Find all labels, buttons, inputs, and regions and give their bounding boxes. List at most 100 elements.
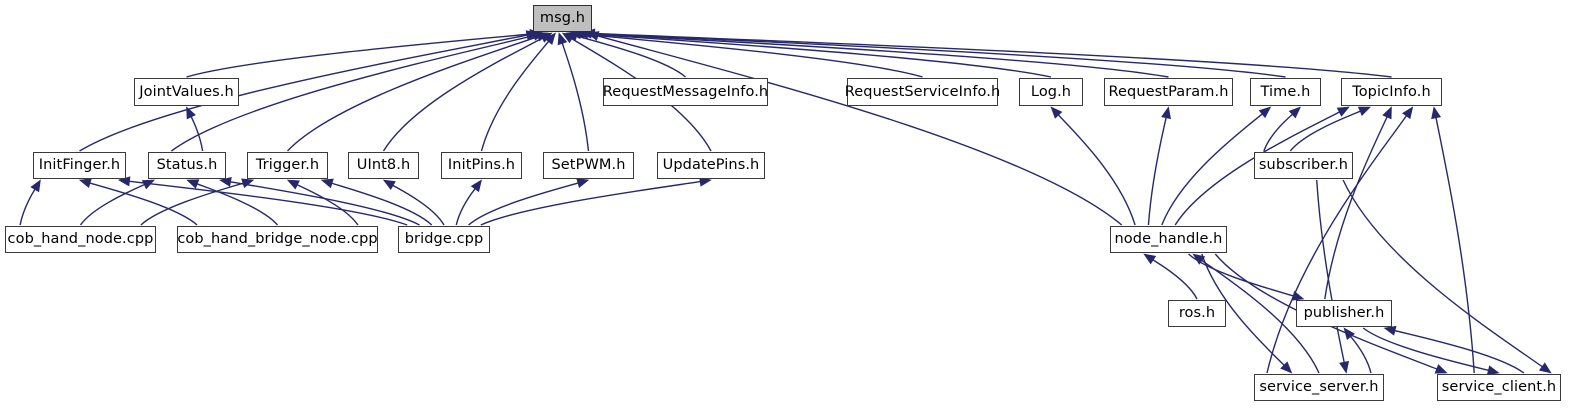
graph-edge (1266, 114, 1408, 374)
graph-node-trigger[interactable]: Trigger.h (247, 152, 328, 179)
graph-edge (382, 37, 544, 152)
graph-edge-arrowhead (186, 179, 200, 189)
graph-edge-arrowhead (1336, 106, 1350, 117)
graph-edge (579, 33, 923, 78)
graph-edge (170, 34, 536, 152)
graph-edge (186, 33, 532, 78)
graph-edge (468, 182, 580, 226)
graph-edge (1324, 115, 1389, 300)
graph-edge-arrowhead (141, 179, 155, 190)
graph-edge-arrowhead (470, 179, 482, 193)
graph-node-bridge[interactable]: bridge.cpp (398, 226, 490, 253)
graph-edge-arrowhead (1258, 106, 1272, 119)
graph-edge-arrowhead (544, 32, 556, 45)
graph-node-label: service_server.h (1259, 379, 1379, 396)
graph-edge (140, 182, 245, 226)
graph-node-log[interactable]: Log.h (1019, 78, 1083, 106)
graph-edge (590, 32, 1286, 78)
graph-edge (1057, 113, 1136, 226)
graph-node-requestparam[interactable]: RequestParam.h (1104, 78, 1233, 106)
graph-edge (1289, 110, 1362, 152)
graph-edge (1393, 329, 1525, 374)
graph-edge (79, 183, 146, 226)
graph-edge-arrowhead (382, 179, 396, 190)
graph-node-jointvalues[interactable]: JointValues.h (134, 78, 239, 106)
graph-node-label: Time.h (1260, 83, 1311, 100)
graph-node-label: subscriber.h (1258, 157, 1349, 174)
graph-edge (593, 32, 1392, 78)
graph-node-time[interactable]: Time.h (1250, 78, 1321, 106)
graph-node-requestmessageinfo[interactable]: RequestMessageInfo.h (603, 78, 768, 106)
graph-edge-arrowhead (1486, 365, 1500, 376)
graph-edge-arrowhead (586, 31, 600, 41)
graph-node-label: InitFinger.h (38, 157, 121, 174)
graph-edge (583, 33, 1052, 78)
graph-edge-arrowhead (186, 106, 196, 120)
graph-edge (586, 32, 1169, 78)
graph-node-subscriber[interactable]: subscriber.h (1254, 152, 1353, 179)
graph-node-msg[interactable]: msg.h (533, 5, 592, 32)
graph-edge-arrowhead (1339, 360, 1350, 374)
graph-edge-arrowhead (1050, 106, 1063, 119)
graph-edge (455, 187, 477, 226)
graph-edge (596, 34, 1123, 226)
graph-node-initfinger[interactable]: InitFinger.h (33, 152, 126, 179)
graph-node-status[interactable]: Status.h (148, 152, 226, 179)
graph-edge (1147, 116, 1168, 226)
graph-edge (1201, 253, 1286, 367)
graph-node-uint8[interactable]: UInt8.h (348, 152, 419, 179)
graph-node-setpwm[interactable]: SetPWM.h (543, 152, 634, 179)
graph-node-label: UInt8.h (356, 157, 411, 174)
graph-node-ros[interactable]: ros.h (1168, 300, 1226, 327)
graph-node-publisher[interactable]: publisher.h (1296, 300, 1392, 327)
graph-edge (1316, 179, 1346, 364)
graph-edge (1435, 116, 1475, 374)
graph-edge-arrowhead (557, 32, 568, 46)
graph-node-initpins[interactable]: InitPins.h (441, 152, 522, 179)
graph-edge-arrowhead (1538, 362, 1552, 374)
graph-node-label: InitPins.h (447, 157, 516, 174)
graph-node-label: msg.h (539, 10, 586, 27)
graph-edge (330, 182, 433, 226)
graph-edge (79, 34, 529, 152)
graph-node-label: ros.h (1178, 305, 1216, 322)
graph-node-label: RequestServiceInfo.h (844, 83, 1001, 100)
graph-node-cob_hand_bridge_node[interactable]: cob_hand_bridge_node.cpp (177, 226, 378, 253)
graph-node-label: UpdatePins.h (662, 157, 760, 174)
graph-edge-arrowhead (1161, 106, 1171, 120)
graph-node-topicinfo[interactable]: TopicInfo.h (1341, 78, 1442, 106)
graph-edge-arrowhead (1280, 361, 1293, 374)
graph-node-label: cob_hand_node.cpp (7, 231, 154, 248)
graph-node-label: Status.h (156, 157, 218, 174)
graph-edge (128, 180, 408, 226)
graph-edge-arrowhead (1402, 106, 1414, 120)
graph-edge (480, 40, 550, 152)
graph-node-cob_hand_node[interactable]: cob_hand_node.cpp (5, 226, 156, 253)
graph-node-requestserviceinfo[interactable]: RequestServiceInfo.h (844, 78, 1001, 106)
graph-node-label: publisher.h (1303, 305, 1385, 322)
graph-edge (88, 182, 198, 226)
graph-edge-arrowhead (1434, 364, 1448, 374)
graph-edge (1151, 258, 1198, 300)
graph-edge (1161, 112, 1264, 226)
graph-node-label: RequestMessageInfo.h (602, 83, 769, 100)
graph-edge (1342, 179, 1544, 368)
graph-edge (561, 42, 590, 152)
graph-edge-arrowhead (1431, 106, 1442, 120)
graph-node-updatepins[interactable]: UpdatePins.h (657, 152, 765, 179)
graph-node-label: JointValues.h (139, 83, 234, 100)
graph-node-service_client[interactable]: service_client.h (1437, 374, 1561, 401)
graph-node-node_handle[interactable]: node_handle.h (1110, 226, 1227, 253)
graph-edge-arrowhead (1382, 106, 1392, 120)
graph-node-label: bridge.cpp (404, 231, 484, 248)
graph-edge (391, 184, 445, 226)
graph-edge-arrowhead (1357, 106, 1372, 117)
graph-edge (286, 35, 540, 152)
graph-edge-arrowhead (241, 178, 255, 189)
graph-edge-arrowhead (30, 179, 41, 193)
graph-node-label: RequestParam.h (1108, 83, 1229, 100)
graph-edge-arrowhead (1288, 106, 1301, 119)
graph-node-label: Log.h (1030, 83, 1072, 100)
graph-node-service_server[interactable]: service_server.h (1254, 374, 1384, 401)
